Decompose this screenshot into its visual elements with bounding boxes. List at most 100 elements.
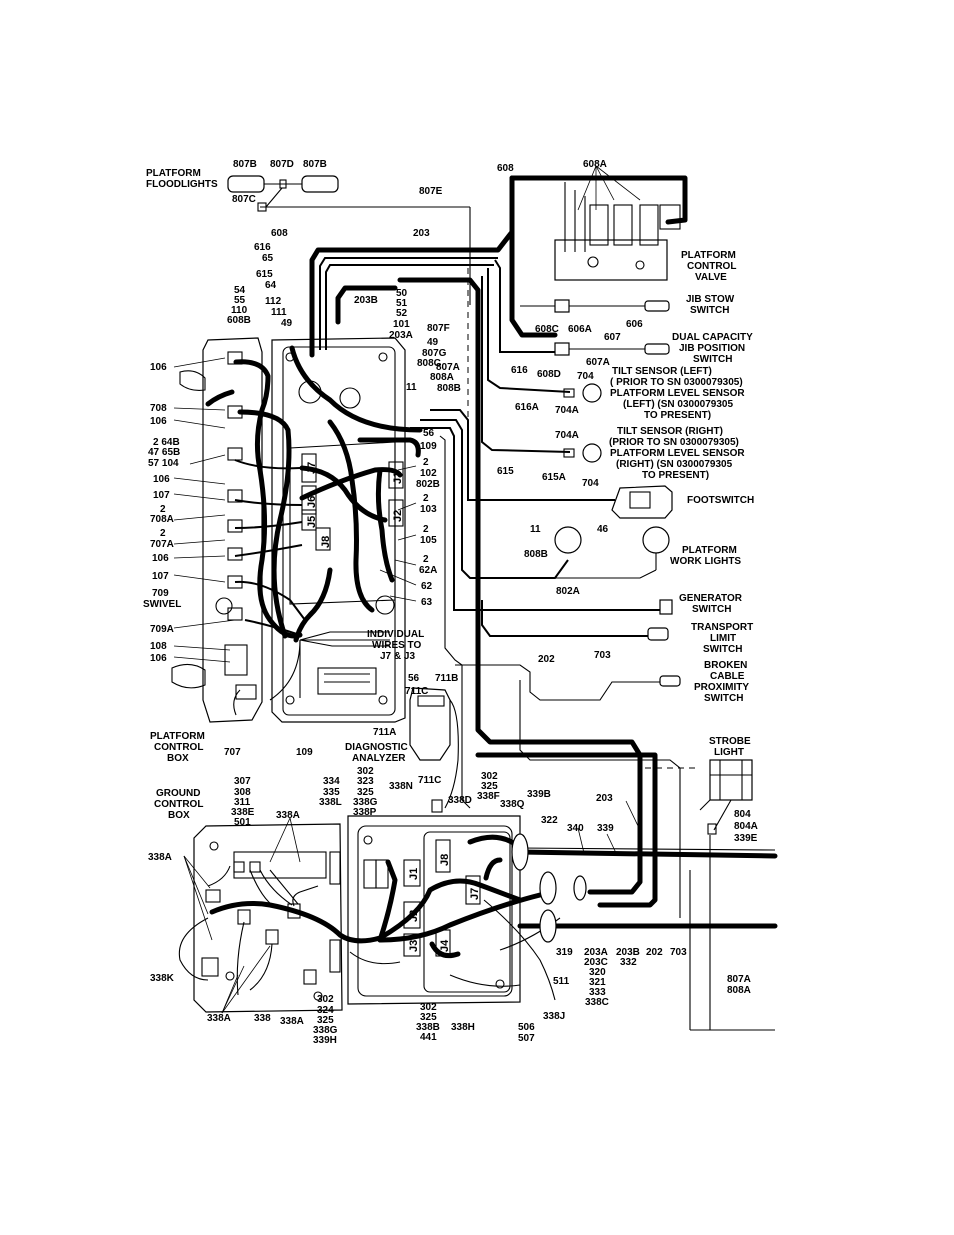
label-101: 101 [393, 319, 410, 330]
label-615: 615 [256, 269, 273, 280]
label-703-b: 703 [670, 947, 687, 958]
label-tilt-right-4: (RIGHT) (SN 0300079305 [616, 459, 733, 470]
label-dual-cap-3: SWITCH [693, 354, 732, 365]
label-broken-3: PROXIMITY [694, 682, 749, 693]
label-46: 46 [597, 524, 609, 535]
label-control-valve-3: VALVE [695, 272, 727, 283]
tilt-sensor-right [563, 443, 602, 463]
label-203b-b: 203B [616, 947, 640, 958]
label-2-b: 2 [160, 528, 166, 539]
label-616: 616 [511, 365, 528, 376]
label-338g-a: 338G [353, 797, 378, 808]
label-11-top: 11 [406, 382, 417, 393]
label-broken-1: BROKEN [704, 660, 747, 671]
label-340: 340 [567, 823, 584, 834]
label-608b: 608B [227, 315, 251, 326]
label-109: 109 [420, 441, 437, 452]
label-47-65b: 47 65B [148, 447, 180, 458]
label-2-e: 2 [423, 524, 429, 535]
dual-capacity-switch [554, 342, 670, 356]
connector-j1: J1 [392, 472, 404, 484]
label-807d: 807D [270, 159, 294, 170]
wire-labels: PLATFORM FLOODLIGHTS 807B 807D 807B 807C… [143, 159, 758, 1046]
label-338j: 338J [543, 1011, 565, 1022]
label-704a-right: 704A [555, 430, 579, 441]
label-individual-3: J7 & J3 [380, 651, 415, 662]
label-tilt-right-1: TILT SENSOR (RIGHT) [617, 426, 723, 437]
label-107-a: 107 [153, 490, 170, 501]
label-tilt-left-2: ( PRIOR TO SN 0300079305) [610, 377, 743, 388]
label-2-c: 2 [423, 457, 429, 468]
label-616a: 616A [515, 402, 539, 413]
label-105: 105 [420, 535, 437, 546]
label-338a-b1: 338A [207, 1013, 231, 1024]
label-615: 615 [497, 466, 514, 477]
label-511: 511 [553, 976, 570, 987]
platform-internal-wires [205, 345, 423, 716]
label-711a: 711A [373, 727, 396, 738]
label-302-a: 302 [357, 766, 374, 777]
label-338k: 338K [150, 973, 175, 984]
label-338n: 338N [389, 781, 413, 792]
label-generator-2: SWITCH [692, 604, 731, 615]
label-506: 506 [518, 1022, 535, 1033]
label-302-c: 302 [317, 994, 334, 1005]
label-strobe-2: LIGHT [714, 747, 744, 758]
label-501: 501 [234, 817, 251, 828]
label-338d: 338D [448, 795, 472, 806]
label-11: 11 [530, 524, 541, 535]
broken-cable-switch [659, 675, 681, 687]
ground-connector-j3: J3 [408, 940, 420, 952]
label-338a-left: 338A [148, 852, 172, 863]
label-711b: 711B [435, 673, 458, 684]
main-harness [309, 175, 778, 1031]
label-swivel: SWIVEL [143, 599, 181, 610]
generator-switch [659, 599, 673, 615]
ground-connector-j4: J4 [439, 939, 451, 952]
label-106-c: 106 [153, 474, 170, 485]
label-gcb-3: BOX [168, 810, 190, 821]
label-332: 332 [620, 957, 637, 968]
label-808b: 808B [524, 549, 548, 560]
label-54: 54 [234, 285, 246, 296]
label-335: 335 [323, 787, 340, 798]
label-49: 49 [281, 318, 293, 329]
label-338q: 338Q [500, 799, 525, 810]
label-62: 62 [421, 581, 433, 592]
label-control-valve-1: PLATFORM [681, 250, 736, 261]
label-807c: 807C [232, 194, 256, 205]
label-616: 616 [254, 242, 271, 253]
label-106-e: 106 [150, 653, 167, 664]
label-diagnostic-2: ANALYZER [352, 753, 406, 764]
label-807a: 807A [436, 362, 460, 373]
label-110: 110 [231, 305, 248, 316]
label-507: 507 [518, 1033, 535, 1044]
diagnostic-analyzer [409, 687, 459, 813]
label-tilt-left-3: PLATFORM LEVEL SENSOR [610, 388, 745, 399]
ground-connectors [403, 839, 481, 957]
label-808c: 808C [417, 358, 441, 369]
label-103: 103 [420, 504, 437, 515]
label-338g-b: 338G [313, 1025, 338, 1036]
label-generator-1: GENERATOR [679, 593, 743, 604]
transport-limit-switch [647, 627, 669, 641]
connector-labels: J7 J6 J5 J8 J1 J2 J1 J2 J3 J8 J7 J4 [306, 462, 481, 952]
label-pcb-2: CONTROL [154, 742, 203, 753]
strobe-light [699, 759, 753, 835]
label-65: 65 [262, 253, 274, 264]
label-dual-cap-2: JIB POSITION [679, 343, 745, 354]
label-441: 441 [420, 1032, 437, 1043]
label-709: 709 [152, 588, 169, 599]
connector-j8: J8 [320, 536, 332, 548]
label-339e: 339E [734, 833, 758, 844]
label-709a: 709A [150, 624, 174, 635]
label-individual-2: WIRES TO [372, 640, 421, 651]
label-339h: 339H [313, 1035, 337, 1046]
leader-lines [173, 165, 641, 1014]
label-707: 707 [224, 747, 241, 758]
connector-j2: J2 [392, 510, 404, 522]
svg-text:PLATFORM: PLATFORM [146, 168, 201, 179]
label-56-b: 56 [408, 673, 420, 684]
label-203-mid: 203 [596, 793, 613, 804]
label-108: 108 [150, 641, 167, 652]
